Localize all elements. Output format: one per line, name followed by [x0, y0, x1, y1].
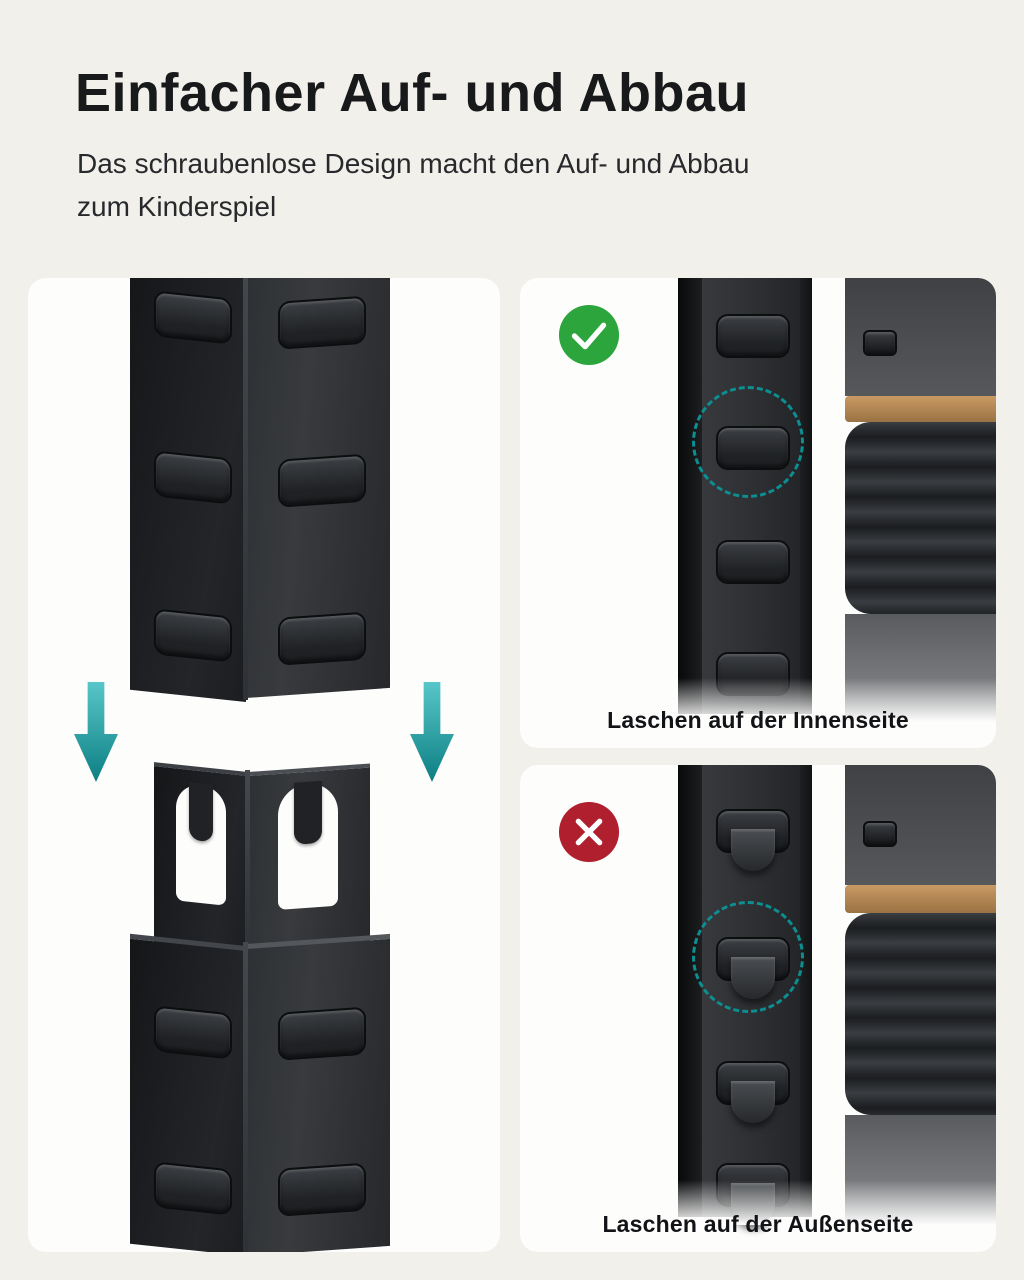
- assembly-panel: [28, 278, 500, 1252]
- keyhole-tab: [189, 781, 213, 843]
- shelf-beam: [845, 422, 996, 614]
- incorrect-caption: Laschen auf der Außenseite: [602, 1211, 914, 1237]
- incorrect-panel: Laschen auf der Außenseite: [520, 765, 996, 1252]
- post-side-edge: [800, 278, 812, 714]
- photo-fade: [670, 678, 996, 722]
- arrow-down-icon: [410, 682, 454, 782]
- slot-cutout: [863, 330, 897, 356]
- upper-post-right-face: [246, 278, 390, 698]
- check-icon: [558, 304, 620, 366]
- shelf-closeup: [845, 765, 996, 1225]
- slot-cutout: [716, 540, 790, 584]
- protruding-tab: [731, 829, 775, 871]
- photo-fade: [670, 1180, 996, 1225]
- keyhole-cutout: [176, 781, 226, 906]
- slot-cutout: [278, 295, 366, 350]
- slot-cutout: [154, 1161, 232, 1216]
- subtitle-line-1: Das schraubenlose Design macht den Auf- …: [77, 148, 750, 179]
- highlight-dashed-circle: [692, 901, 804, 1013]
- correct-caption: Laschen auf der Innenseite: [607, 707, 909, 733]
- slot-cutout: [154, 608, 232, 663]
- wood-shelf-board: [845, 396, 996, 422]
- slot-cutout: [278, 1006, 366, 1061]
- cross-icon: [558, 801, 620, 863]
- arrow-down-icon: [74, 682, 118, 782]
- slot-cutout: [716, 314, 790, 358]
- background-upright: [845, 765, 996, 885]
- slot-cutout: [278, 611, 366, 666]
- slot-cutout: [154, 290, 232, 345]
- lower-post-left-face: [130, 933, 246, 1252]
- slot-cutout: [278, 453, 366, 508]
- post-side-edge: [678, 278, 702, 714]
- page-subtitle: Das schraubenlose Design macht den Auf- …: [77, 142, 749, 229]
- protruding-tab: [731, 1081, 775, 1123]
- post-side-edge: [678, 765, 702, 1217]
- highlight-dashed-circle: [692, 386, 804, 498]
- post-corner-edge: [243, 942, 248, 1252]
- sleeve-corner-edge: [245, 770, 250, 968]
- slot-cutout: [154, 450, 232, 505]
- background-upright: [845, 278, 996, 396]
- lower-post-right-face: [246, 933, 390, 1252]
- slot-cutout: [278, 1162, 366, 1217]
- post-side-edge: [800, 765, 812, 1217]
- correct-panel: Laschen auf der Innenseite: [520, 278, 996, 748]
- keyhole-tab: [294, 780, 322, 845]
- shelf-closeup: [845, 278, 996, 722]
- slot-cutout: [154, 1005, 232, 1060]
- slot-cutout: [863, 821, 897, 847]
- shelf-beam: [845, 913, 996, 1115]
- page-title: Einfacher Auf- und Abbau: [75, 63, 749, 123]
- upper-post-left-face: [130, 278, 246, 702]
- post-corner-edge: [243, 278, 248, 700]
- keyhole-cutout: [278, 780, 338, 910]
- subtitle-line-2: zum Kinderspiel: [77, 191, 277, 223]
- wood-shelf-board: [845, 885, 996, 913]
